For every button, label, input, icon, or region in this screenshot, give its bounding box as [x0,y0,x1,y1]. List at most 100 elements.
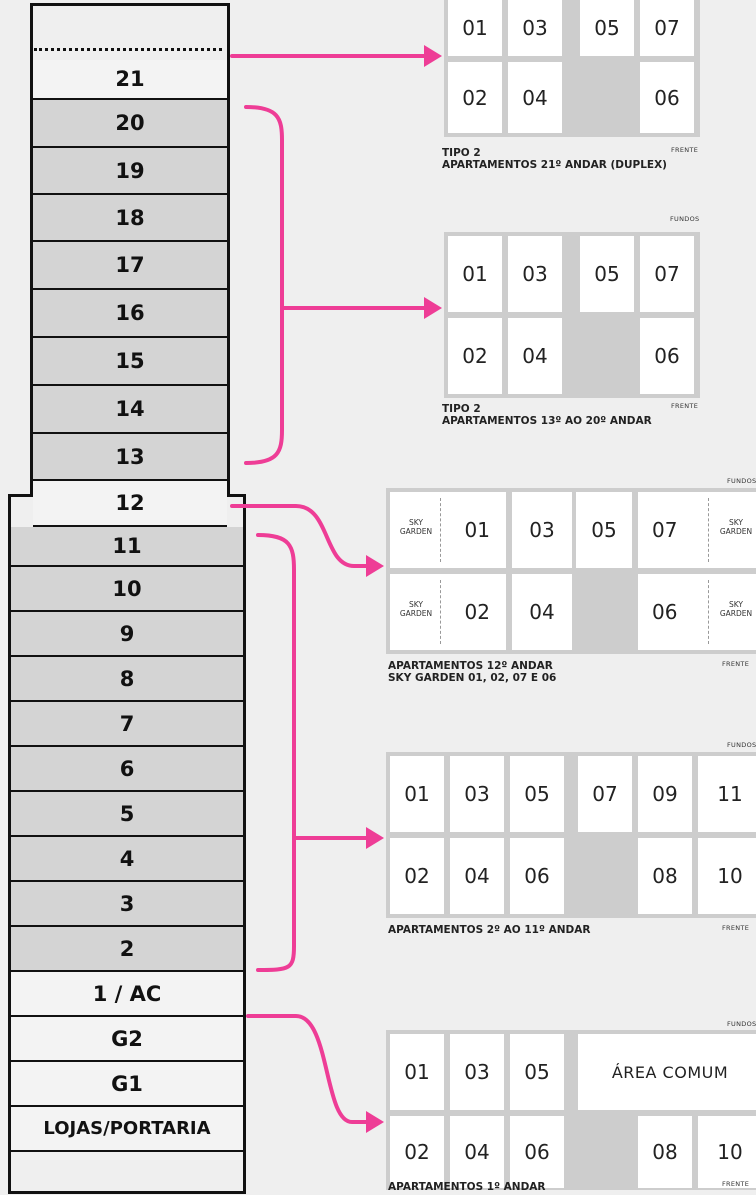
unit-03: 03 [512,492,572,568]
plan-21-duplex: 01 03 05 07 02 04 06 [444,0,700,137]
sky-garden-label: SKY GARDEN [719,518,753,536]
unit-02: 02 [448,318,502,394]
floor-12: 12 [33,481,227,527]
unit-08: 08 [638,1116,692,1188]
floor-lojas-portaria: LOJAS/PORTARIA [11,1107,243,1152]
floor-15: 15 [33,338,227,386]
floor-6: 6 [11,747,243,792]
floor-9: 9 [11,612,243,657]
unit-03: 03 [450,1034,504,1110]
bracket-13-20 [244,105,284,465]
plan-12-sky-garden: 01 03 05 07 02 04 06 SKY GARDEN SKY GARD… [386,488,756,654]
floor-1-ac: 1 / AC [11,972,243,1017]
plan-2-fundos-label: FUNDOS [727,741,756,749]
floor-20: 20 [33,100,227,148]
unit-01: 01 [390,756,444,832]
floor-13: 13 [33,434,227,481]
garden-divider [708,498,709,562]
arrow-1 [246,1014,370,1124]
bracket-2-11 [256,533,296,972]
roof-dotted-line [34,48,222,51]
floor-14: 14 [33,386,227,434]
plan-1-frente-label: FRENTE [722,1180,750,1188]
unit-06: 06 [640,62,694,133]
unit-05: 05 [580,0,634,56]
unit-07: 07 [638,492,756,568]
unit-04: 04 [508,62,562,133]
unit-07: 07 [640,236,694,312]
plan-13-frente-label: FRENTE [671,402,699,410]
unit-06: 06 [510,1116,564,1188]
unit-06: 06 [640,318,694,394]
plan-12-caption-sky: SKY GARDEN 01, 02, 07 E 06 [388,672,557,684]
plan-2-caption: APARTAMENTOS 2º AO 11º ANDAR [388,924,591,936]
unit-04: 04 [508,318,562,394]
floor-7: 7 [11,702,243,747]
unit-05: 05 [576,492,632,568]
floor-8: 8 [11,657,243,702]
unit-11: 11 [698,756,756,832]
unit-08: 08 [638,838,692,914]
unit-06: 06 [510,838,564,914]
unit-02: 02 [390,574,506,650]
unit-01: 01 [448,236,502,312]
unit-03: 03 [508,0,562,56]
unit-02: 02 [390,838,444,914]
plan-2-frente-label: FRENTE [722,924,750,932]
garden-divider [440,580,441,644]
unit-04: 04 [512,574,572,650]
unit-05: 05 [510,1034,564,1110]
floor-5: 5 [11,792,243,837]
unit-number: 02 [464,600,490,624]
garden-divider [708,580,709,644]
floor-21: 21 [33,60,227,100]
floor-11: 11 [11,527,243,567]
unit-05: 05 [510,756,564,832]
floor-18: 18 [33,195,227,242]
plan-12-caption: APARTAMENTOS 12º ANDAR [388,660,553,672]
sky-garden-label: SKY GARDEN [399,518,433,536]
area-comum: ÁREA COMUM [578,1034,756,1110]
unit-number: 06 [652,600,678,624]
floor-17: 17 [33,242,227,290]
unit-01: 01 [390,1034,444,1110]
garden-divider [440,498,441,562]
unit-03: 03 [450,756,504,832]
arrow-12 [230,504,370,568]
plan-12-fundos-label: FUNDOS [727,477,756,485]
unit-number: 07 [652,518,678,542]
plan-21-frente-label: FRENTE [671,146,699,154]
unit-03: 03 [508,236,562,312]
floor-16: 16 [33,290,227,338]
unit-04: 04 [450,838,504,914]
unit-number: 01 [464,518,490,542]
floor-3: 3 [11,882,243,927]
floor-19: 19 [33,148,227,195]
unit-07: 07 [578,756,632,832]
plan-1-caption: APARTAMENTOS 1º ANDAR [388,1181,546,1193]
plan-12-frente-label: FRENTE [722,660,750,668]
unit-09: 09 [638,756,692,832]
unit-06: 06 [638,574,756,650]
plan-1-fundos-label: FUNDOS [727,1020,756,1028]
unit-02: 02 [448,62,502,133]
unit-01: 01 [448,0,502,56]
floor-g2: G2 [11,1017,243,1062]
plan-13-fundos-label: FUNDOS [670,215,700,223]
unit-02: 02 [390,1116,444,1188]
sky-garden-label: SKY GARDEN [399,600,433,618]
unit-01: 01 [390,492,506,568]
plan-1: 01 03 05 ÁREA COMUM 02 04 06 08 10 [386,1030,756,1190]
floor-4: 4 [11,837,243,882]
unit-10: 10 [698,838,756,914]
plan-13-caption-type: TIPO 2 [442,403,481,415]
floor-g1: G1 [11,1062,243,1107]
unit-05: 05 [580,236,634,312]
floor-2: 2 [11,927,243,972]
plan-21-caption-type: TIPO 2 [442,147,481,159]
unit-04: 04 [450,1116,504,1188]
plan-21-caption: APARTAMENTOS 21º ANDAR (DUPLEX) [442,159,667,171]
plan-13-caption: APARTAMENTOS 13º AO 20º ANDAR [442,415,652,427]
unit-07: 07 [640,0,694,56]
